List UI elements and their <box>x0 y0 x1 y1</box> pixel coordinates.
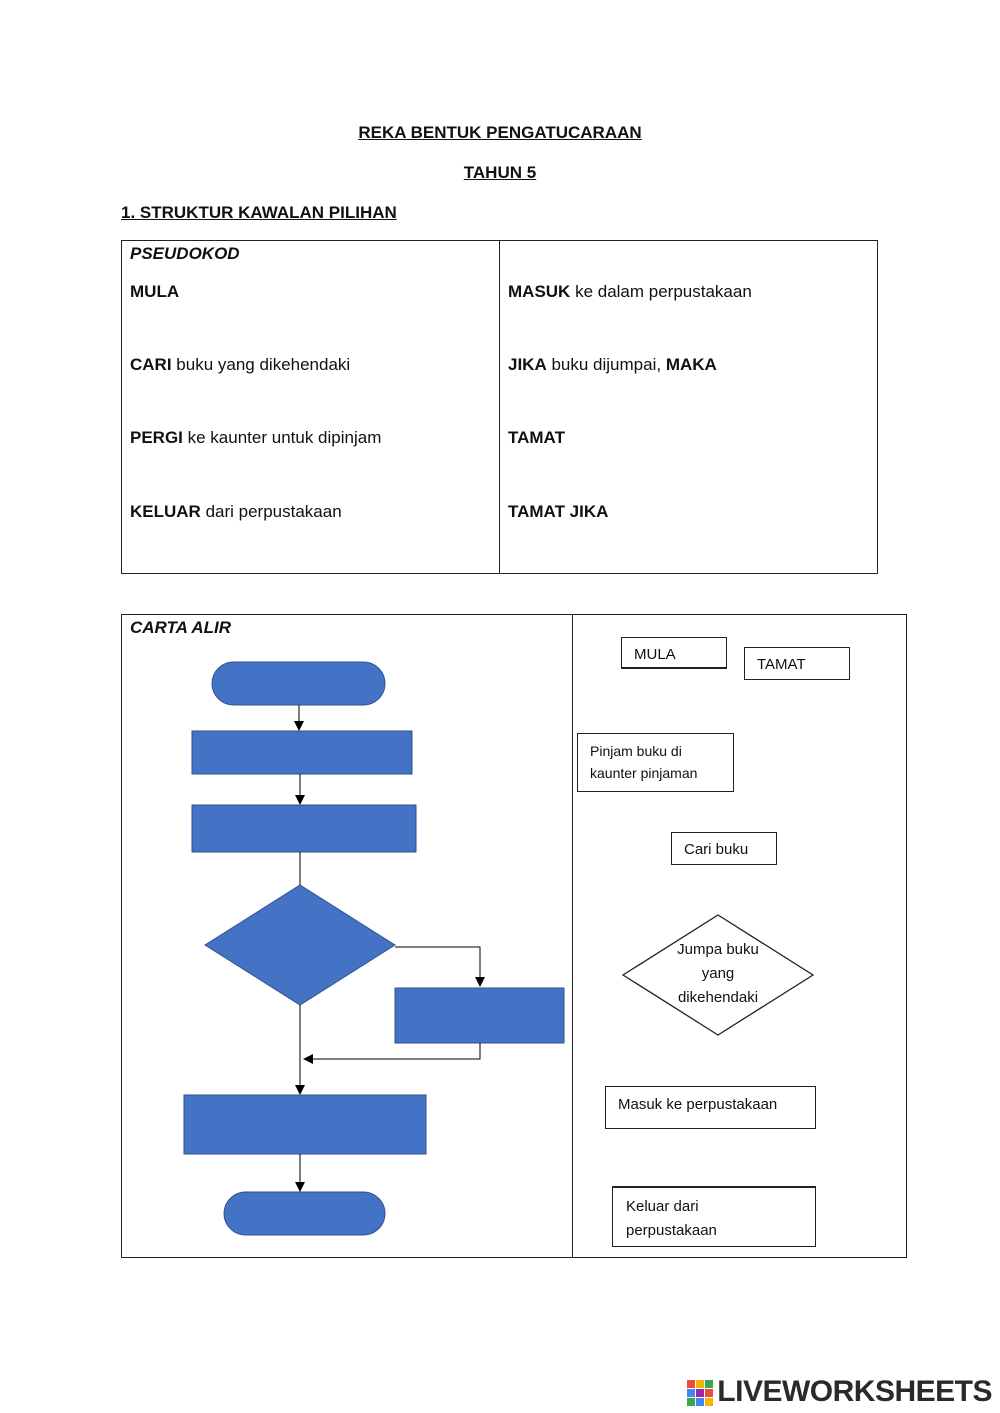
option-card-keluar[interactable]: Keluar dari perpustakaan <box>612 1186 816 1247</box>
pseudocode-line-tamat-jika: TAMAT JIKA <box>508 502 609 521</box>
option-card-cari[interactable]: Cari buku <box>671 832 777 865</box>
pseudocode-line-keluar: KELUAR dari perpustakaan <box>130 502 342 521</box>
option-label: TAMAT <box>757 656 806 673</box>
process-slot-2[interactable] <box>191 804 417 853</box>
option-card-tamat[interactable]: TAMAT <box>744 647 850 680</box>
option-card-pinjam[interactable]: Pinjam buku di kaunter pinjaman <box>577 733 734 792</box>
option-label: yang <box>701 965 735 982</box>
end-terminator-slot[interactable] <box>223 1191 386 1236</box>
option-label: dikehendaki <box>677 989 759 1006</box>
process-slot-1[interactable] <box>191 730 413 775</box>
option-card-mula[interactable]: MULA <box>621 637 727 669</box>
pseudocode-line-cari: CARI buku yang dikehendaki <box>130 355 351 374</box>
table-divider <box>572 615 573 1257</box>
process-slot-3[interactable] <box>183 1094 427 1155</box>
option-label: Jumpa buku <box>677 941 759 958</box>
pseudocode-line-mula: MULA <box>130 282 180 301</box>
connector-arrow <box>395 946 485 987</box>
option-diamond-label: Jumpa buku yang dikehendaki <box>648 938 788 1010</box>
option-label: Cari buku <box>684 841 749 858</box>
option-label: Pinjam buku di <box>590 743 682 759</box>
option-label: Masuk ke perpustakaan <box>618 1096 778 1113</box>
process-slot-yes-branch[interactable] <box>394 987 565 1044</box>
pseudocode-line-pergi: PERGI ke kaunter untuk dipinjam <box>130 428 382 447</box>
option-label: kaunter pinjaman <box>590 765 698 781</box>
start-terminator-slot[interactable] <box>211 661 386 706</box>
option-label: perpustakaan <box>626 1222 717 1239</box>
page-subtitle: TAHUN 5 <box>463 163 537 182</box>
option-label: MULA <box>634 646 676 663</box>
option-diamond-shape[interactable] <box>621 914 815 1036</box>
pseudocode-heading: PSEUDOKOD <box>130 244 240 263</box>
option-card-masuk[interactable]: Masuk ke perpustakaan <box>605 1086 816 1129</box>
page-title: REKA BENTUK PENGATUCARAAN <box>358 123 642 142</box>
connector-arrow <box>303 1043 481 1064</box>
pseudocode-line-masuk: MASUK ke dalam perpustakaan <box>508 282 752 301</box>
pseudocode-table: PSEUDOKOD MULA CARI buku yang dikehendak… <box>121 240 878 574</box>
brand-name: LIVEWORKSHEETS <box>717 1375 992 1408</box>
pseudocode-line-jika: JIKA buku dijumpai, MAKA <box>508 355 717 374</box>
section-heading: 1. STRUKTUR KAWALAN PILIHAN <box>121 203 397 222</box>
liveworksheets-logo: LIVEWORKSHEETS <box>687 1375 992 1409</box>
liveworksheets-logo-icon <box>687 1380 714 1407</box>
option-label: Keluar dari <box>626 1198 699 1215</box>
pseudocode-line-tamat: TAMAT <box>508 428 565 447</box>
decision-slot[interactable] <box>204 884 396 1006</box>
flowchart-table: CARTA ALIR <box>121 614 907 1258</box>
table-divider <box>499 241 500 573</box>
flowchart-heading: CARTA ALIR <box>130 618 232 637</box>
